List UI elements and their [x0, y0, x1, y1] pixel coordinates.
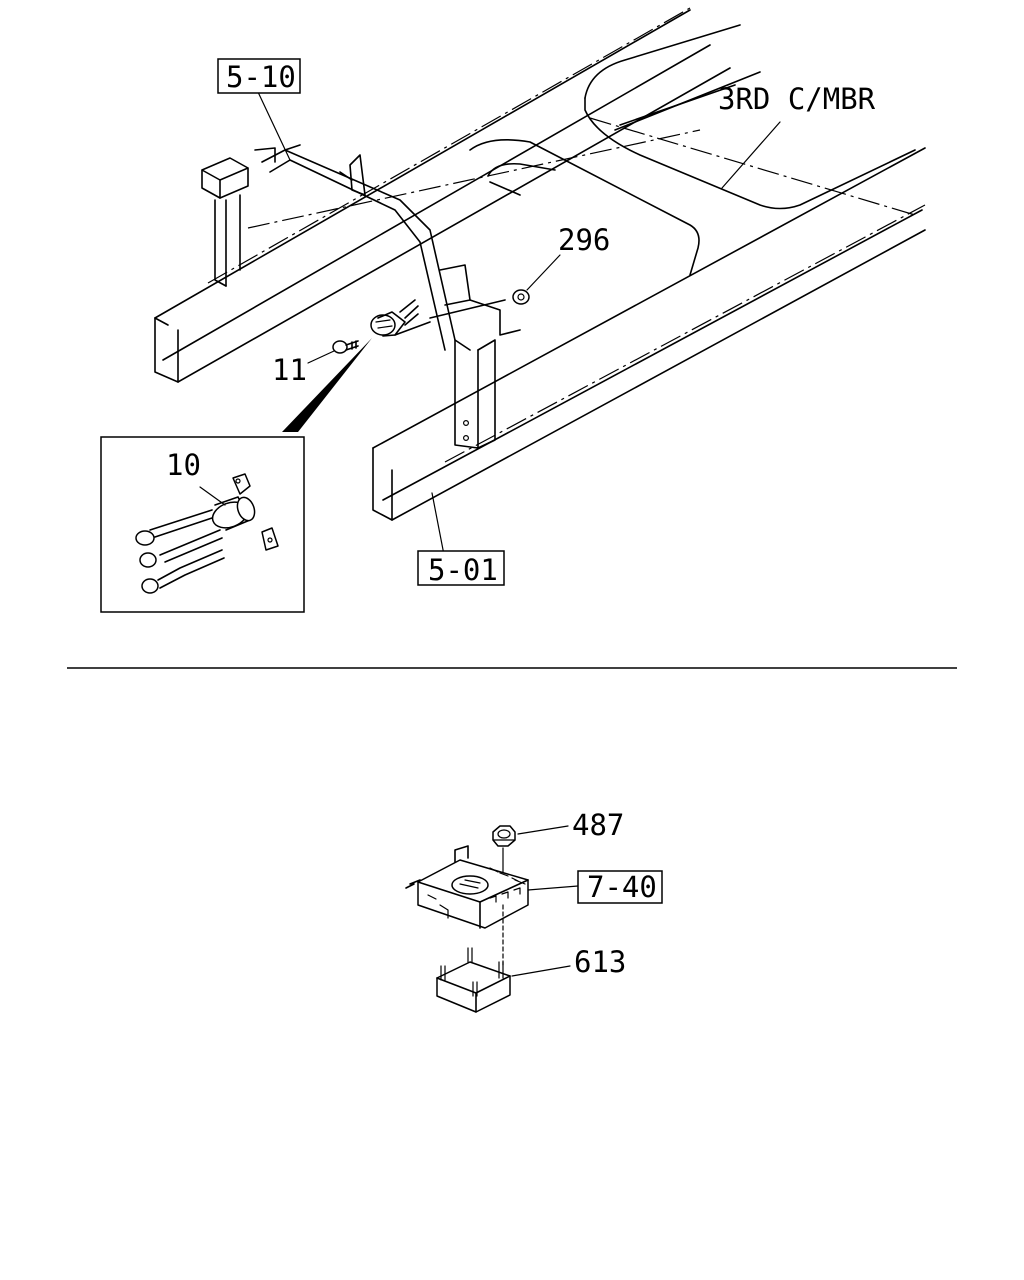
ref-box-7-40 [577, 870, 663, 904]
detail-inset-box [100, 436, 305, 613]
label-ref-7-40: 7-40 [587, 870, 657, 904]
label-part-296: 296 [558, 223, 610, 257]
leader-5-10 [257, 91, 291, 161]
label-part-613: 613 [574, 945, 626, 979]
label-part-10: 10 [166, 448, 201, 482]
label-ref-5-01: 5-01 [428, 553, 498, 587]
module-613 [436, 947, 511, 1013]
nut-487 [492, 825, 516, 847]
label-ref-5-10: 5-10 [226, 60, 296, 94]
chassis-frame [154, 7, 926, 521]
switch-detail [135, 473, 279, 594]
ref-box-5-01 [417, 550, 505, 586]
bolt-11-mounted [332, 340, 359, 354]
hanger-bracket [201, 144, 521, 449]
label-part-11: 11 [272, 353, 307, 387]
switch-mounted [370, 299, 431, 337]
leader-613 [511, 965, 571, 977]
ref-box-5-10 [217, 58, 301, 94]
detail-pointer [282, 338, 372, 432]
module-bracket [405, 845, 529, 929]
nut-296 [512, 289, 530, 305]
label-part-487: 487 [572, 808, 624, 842]
leader-296 [526, 254, 561, 291]
leader-3rd-cmbr [721, 121, 781, 189]
leader-11 [307, 350, 335, 364]
leader-7-40 [527, 885, 579, 891]
leader-487 [517, 825, 569, 835]
leader-5-01 [431, 492, 446, 561]
label-3rd-cmbr: 3RD C/MBR [718, 82, 876, 116]
